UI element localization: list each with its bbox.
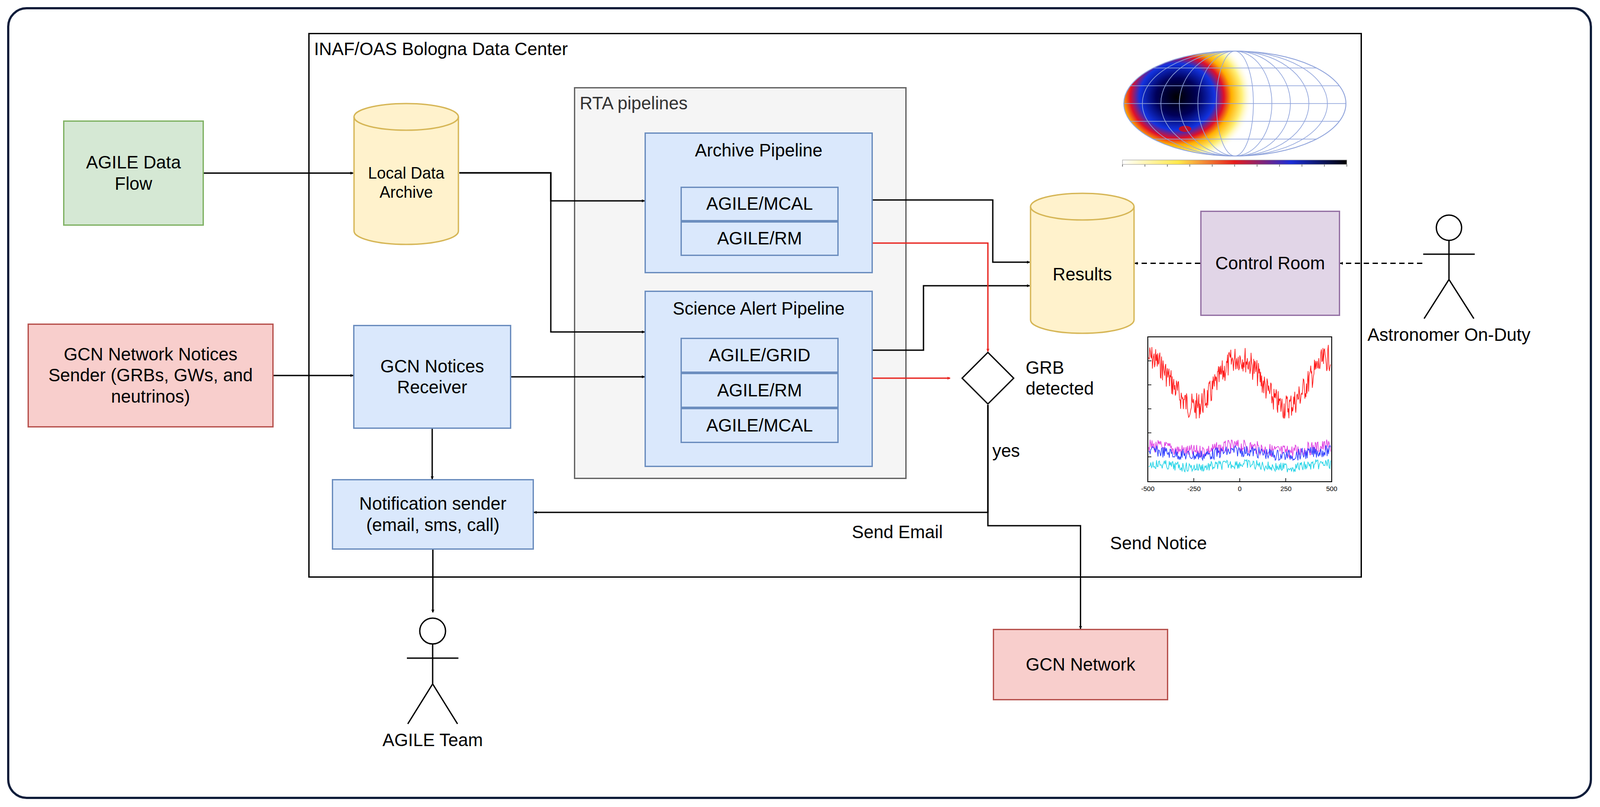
source-box: AGILE Data Flow (63, 120, 204, 226)
decision-diamond: GRB detected (950, 351, 1026, 405)
flow-arrow (872, 377, 951, 379)
flow-arrow (511, 376, 645, 378)
node-label: AGILE Data Flow (78, 151, 190, 194)
node-label: RTA pipelines (579, 92, 688, 114)
node-label: Notification sender (email, sms, call) (344, 493, 522, 535)
node-label: Local Data Archive (356, 163, 457, 202)
flow-arrow (203, 172, 354, 174)
node-label: AGILE/MCAL (706, 193, 813, 215)
edge-label: Send Notice (1108, 532, 1209, 554)
tick-label: -500 (1139, 484, 1157, 493)
sky-map (1101, 30, 1351, 167)
node-label: AGILE Team (382, 729, 483, 751)
actor-shape (1422, 209, 1476, 325)
data-center-frame: INAF/OAS Bologna Data CenterLocal Data A… (308, 32, 1362, 578)
tick-label: 0 (1236, 484, 1244, 493)
tick-label: 500 (1324, 484, 1339, 493)
control-box: Control Room (1200, 210, 1341, 316)
module-box: AGILE/MCAL (680, 407, 839, 443)
actor-figure: AGILE Team (405, 612, 460, 730)
cylinder-shape (1029, 193, 1135, 334)
tick-label: -250 (1185, 484, 1203, 493)
module-box: AGILE/GRID (680, 337, 839, 373)
flow-arrow (432, 549, 434, 613)
node-label: Archive Pipeline (695, 139, 823, 161)
pipeline-group: RTA pipelinesArchive PipelineAGILE/MCALA… (573, 87, 907, 479)
node-label: Control Room (1215, 252, 1326, 274)
branch-label: yes (990, 440, 1022, 461)
node-label: Results (1052, 263, 1112, 285)
flow-arrow (987, 404, 1081, 629)
archive-cylinder: Local Data Archive (353, 103, 460, 245)
dashed-connector (1340, 262, 1423, 264)
flow-arrow (431, 428, 434, 479)
module-box: AGILE/RM (680, 221, 839, 256)
diamond-shape (950, 351, 1026, 405)
process-box: GCN Notices Receiver (353, 324, 512, 429)
module-box: AGILE/MCAL (680, 186, 839, 222)
flow-arrow (273, 374, 354, 377)
node-label: GRB detected (1025, 357, 1093, 399)
node-label: GCN Network Notices Sender (GRBs, GWs, a… (39, 343, 262, 407)
pipeline-box: Archive PipelineAGILE/MCAL AGILE/RM (644, 132, 873, 274)
process-box: Notification sender (email, sms, call) (331, 478, 534, 550)
node-label: INAF/OAS Bologna Data Center (314, 38, 568, 60)
node-label: AGILE/GRID (708, 344, 811, 366)
dashed-connector (1134, 262, 1201, 264)
node-label: AGILE/RM (716, 379, 802, 401)
module-box: AGILE/RM (680, 372, 839, 408)
results-cylinder: Results (1029, 193, 1135, 334)
edge-label: Send Email (850, 521, 945, 542)
node-label: GCN Network (1025, 653, 1136, 675)
node-label: AGILE/MCAL (706, 414, 813, 436)
external-box: GCN Network (992, 628, 1169, 701)
node-label: Astronomer On-Duty (1367, 324, 1531, 346)
light-curve (1147, 336, 1332, 482)
node-label: AGILE/RM (716, 227, 802, 249)
node-label: GCN Notices Receiver (372, 355, 493, 398)
external-box: GCN Network Notices Sender (GRBs, GWs, a… (27, 323, 274, 428)
actor-shape (405, 612, 460, 730)
actor-figure: Astronomer On-Duty (1422, 209, 1476, 325)
tick-label: 250 (1278, 484, 1294, 493)
pipeline-box: Science Alert PipelineAGILE/GRID AGILE/RM… (644, 290, 873, 467)
node-label: Science Alert Pipeline (672, 298, 845, 319)
